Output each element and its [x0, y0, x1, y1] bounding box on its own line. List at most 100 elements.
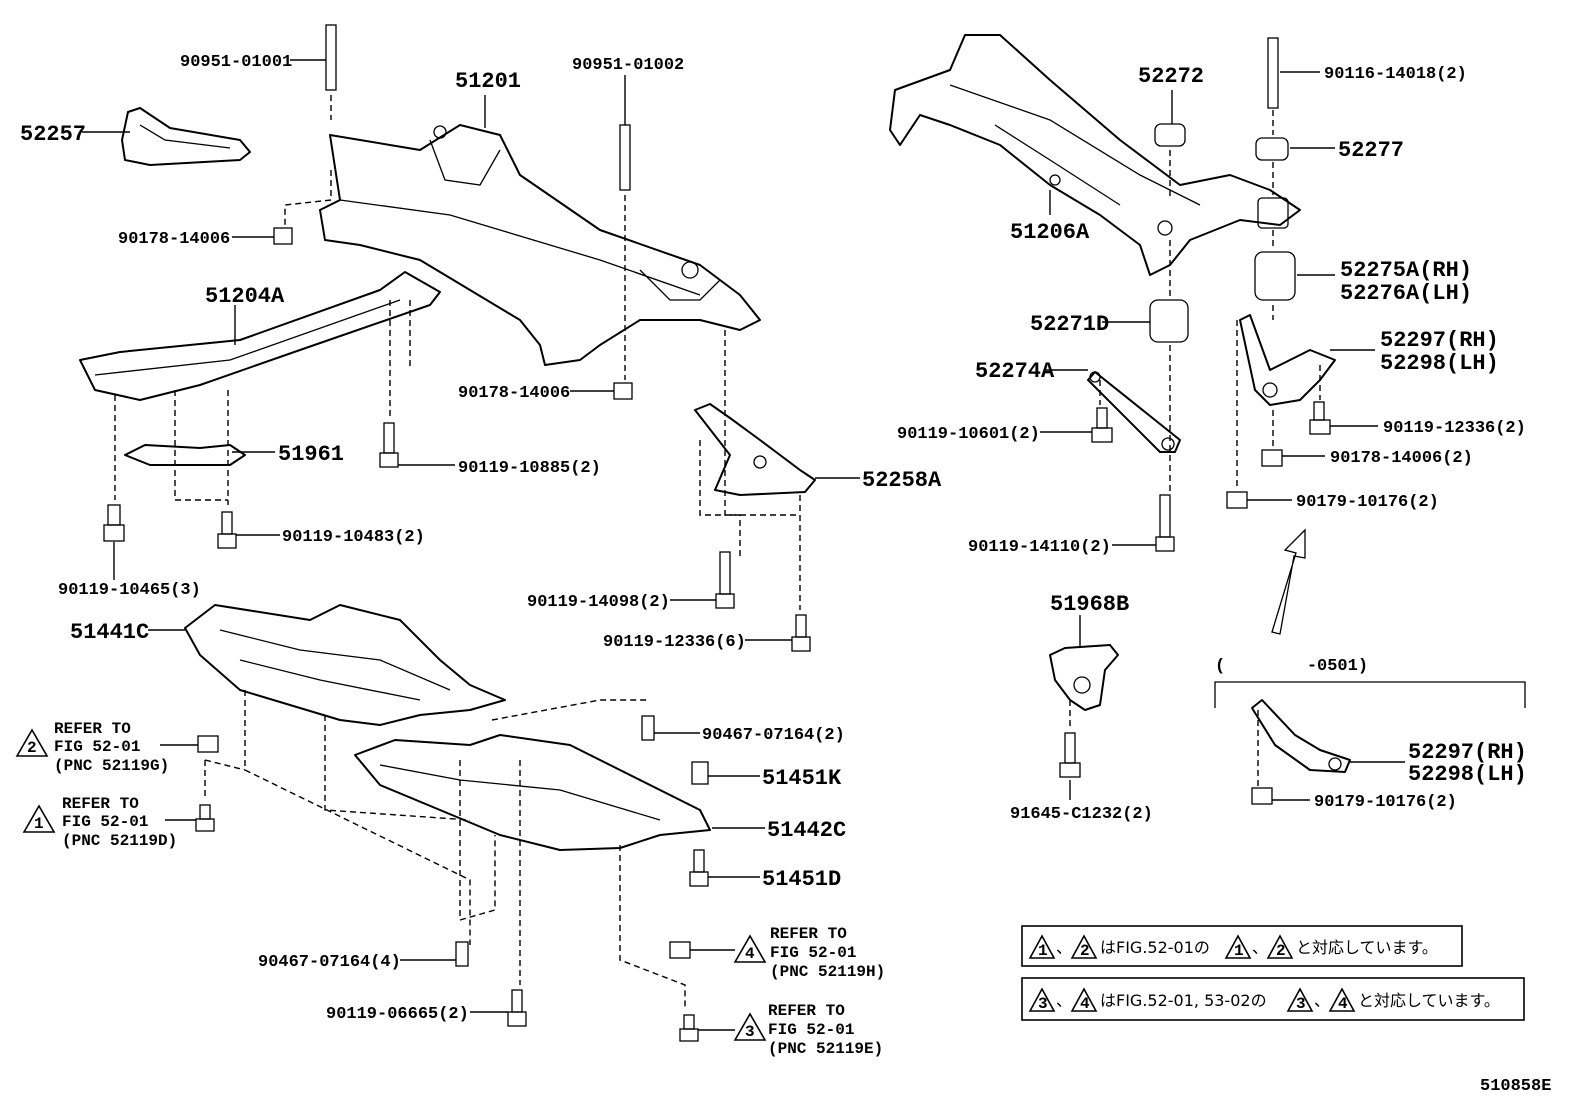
refer-callout-2: 2 REFER TO FIG 52-01 (PNC 52119G) [15, 720, 169, 775]
label-52275A: 52275A(RH) [1340, 258, 1472, 283]
svg-text:1: 1 [1234, 942, 1244, 960]
label-90119-14098: 90119-14098(2) [527, 593, 670, 612]
refer-callout-3: 3 REFER TO FIG 52-01 (PNC 52119E) [733, 1002, 883, 1058]
svg-text:2: 2 [1276, 942, 1286, 960]
svg-text:3: 3 [1296, 995, 1306, 1013]
svg-text:REFER TO: REFER TO [62, 795, 139, 813]
label-51201: 51201 [455, 69, 521, 94]
svg-text:(PNC 52119D): (PNC 52119D) [62, 832, 177, 850]
svg-text:1: 1 [34, 815, 44, 833]
svg-text:4: 4 [745, 945, 755, 963]
label-90119-06665: 90119-06665(2) [326, 1005, 469, 1024]
label-52272: 52272 [1138, 64, 1204, 89]
cover-51441C [184, 604, 506, 726]
svg-text:FIG 52-01: FIG 52-01 [54, 738, 140, 756]
part-number-labels: 90951-01001 51201 90951-01002 52257 9017… [20, 53, 1527, 1024]
subframe-51206A [889, 34, 1301, 276]
svg-text:、: 、 [1252, 938, 1268, 957]
svg-text:はFIG.52-01, 53-02の: はFIG.52-01, 53-02の [1100, 991, 1267, 1010]
svg-text:4: 4 [1338, 995, 1348, 1013]
arm-52297-upper [1239, 314, 1336, 406]
svg-text:、: 、 [1056, 938, 1072, 957]
svg-text:、: 、 [1056, 991, 1072, 1010]
label-90178-14006-a: 90178-14006 [118, 230, 230, 249]
bracket-52258A [694, 403, 816, 496]
label-90179-10176-b: 90179-10176(2) [1314, 793, 1457, 812]
label-90119-12336-2: 90119-12336(2) [1383, 419, 1526, 438]
label-52257: 52257 [20, 122, 86, 147]
label-52274A: 52274A [975, 359, 1055, 384]
member-51204A [79, 271, 441, 401]
label-90119-10885: 90119-10885(2) [458, 459, 601, 478]
svg-text:、: 、 [1314, 991, 1330, 1010]
label-51451K: 51451K [762, 766, 842, 791]
label-date-range: ( -0501) [1215, 657, 1368, 676]
svg-text:2: 2 [27, 739, 37, 757]
label-52298-a: 52298(LH) [1380, 351, 1499, 376]
label-90179-10176-a: 90179-10176(2) [1296, 493, 1439, 512]
svg-text:(PNC 52119H): (PNC 52119H) [770, 963, 885, 981]
svg-text:4: 4 [1080, 995, 1090, 1013]
label-52258A: 52258A [862, 468, 942, 493]
leader-lines-right [1069, 110, 1321, 786]
svg-text:と対応しています。: と対応しています。 [1296, 938, 1438, 957]
label-51206A: 51206A [1010, 220, 1090, 245]
label-52297-a: 52297(RH) [1380, 328, 1499, 353]
date-range-bracket [1214, 681, 1526, 708]
direction-arrow-icon [1271, 528, 1306, 635]
label-90119-14110: 90119-14110(2) [968, 538, 1111, 557]
label-90119-10601: 90119-10601(2) [897, 425, 1040, 444]
label-90119-10465: 90119-10465(3) [58, 581, 201, 600]
bracket-52257 [121, 107, 251, 166]
svg-text:FIG 52-01: FIG 52-01 [770, 944, 856, 962]
svg-text:と対応しています。: と対応しています。 [1358, 991, 1500, 1010]
leader-lines-left [114, 170, 801, 1010]
svg-text:FIG 52-01: FIG 52-01 [768, 1021, 854, 1039]
svg-text:FIG 52-01: FIG 52-01 [62, 813, 148, 831]
fasteners-left [103, 227, 811, 1042]
label-51441C: 51441C [70, 620, 149, 645]
label-90467-07164-2: 90467-07164(2) [702, 726, 845, 745]
label-90119-10483: 90119-10483(2) [282, 528, 425, 547]
svg-text:2: 2 [1080, 942, 1090, 960]
label-90951-01002: 90951-01002 [572, 56, 684, 75]
svg-text:3: 3 [745, 1023, 755, 1041]
label-52298-b: 52298(LH) [1408, 762, 1527, 787]
note-box-1: 1 、 2 はFIG.52-01の 1 、 2 と対応しています。 [1021, 925, 1463, 967]
svg-text:REFER TO: REFER TO [770, 925, 847, 943]
label-leaders [82, 59, 1405, 1031]
bracket-51968B [1049, 644, 1119, 711]
label-51442C: 51442C [767, 818, 846, 843]
refer-callout-4: 4 REFER TO FIG 52-01 (PNC 52119H) [733, 925, 885, 981]
label-51961: 51961 [278, 442, 344, 467]
note-box-2: 3 、 4 はFIG.52-01, 53-02の 3 、 4 と対応しています。 [1021, 977, 1525, 1021]
svg-text:REFER TO: REFER TO [54, 720, 131, 738]
svg-text:はFIG.52-01の: はFIG.52-01の [1100, 938, 1210, 957]
label-90178-14006-2: 90178-14006(2) [1330, 449, 1473, 468]
label-90116-14018: 90116-14018(2) [1324, 65, 1467, 84]
label-91645-C1232: 91645-C1232(2) [1010, 805, 1153, 824]
svg-text:3: 3 [1038, 995, 1048, 1013]
stud-90951-01002 [619, 124, 631, 380]
label-52297-b: 52297(RH) [1408, 740, 1527, 765]
label-90119-12336-6: 90119-12336(6) [603, 633, 746, 652]
label-51451D: 51451D [762, 867, 841, 892]
label-52271D: 52271D [1030, 312, 1109, 337]
svg-text:(PNC 52119G): (PNC 52119G) [54, 757, 169, 775]
drawing-id: 510858E [1480, 1077, 1551, 1096]
label-51968B: 51968B [1050, 592, 1129, 617]
cover-51442C [354, 734, 711, 851]
label-90178-14006-b: 90178-14006 [458, 384, 570, 403]
label-51204A: 51204A [205, 284, 285, 309]
crossmember-51201 [319, 124, 761, 366]
label-52277: 52277 [1338, 138, 1404, 163]
label-52276A: 52276A(LH) [1340, 281, 1472, 306]
label-90467-07164-4: 90467-07164(4) [258, 953, 401, 972]
arm-52297-lower [1251, 699, 1351, 773]
svg-text:REFER TO: REFER TO [768, 1002, 845, 1020]
label-90951-01001: 90951-01001 [180, 53, 292, 72]
refer-callout-1: 1 REFER TO FIG 52-01 (PNC 52119D) [22, 795, 177, 850]
svg-text:1: 1 [1038, 942, 1048, 960]
svg-text:(PNC 52119E): (PNC 52119E) [768, 1040, 883, 1058]
